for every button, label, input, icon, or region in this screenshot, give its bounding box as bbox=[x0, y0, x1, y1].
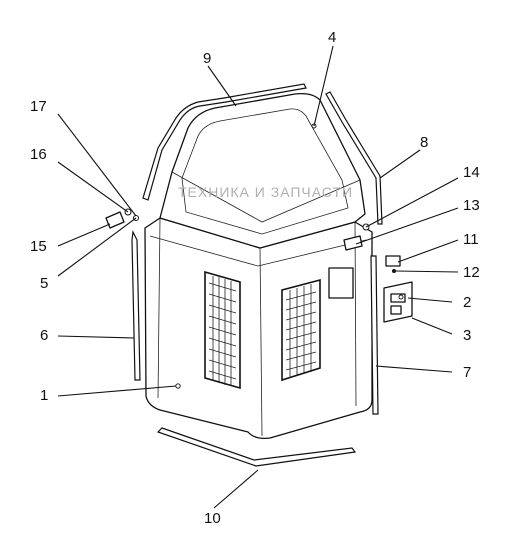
callout-labels: 1 2 3 4 5 6 7 8 9 10 11 12 13 14 15 16 1… bbox=[30, 29, 480, 527]
callout-2: 2 bbox=[463, 294, 471, 311]
callout-9: 9 bbox=[203, 50, 211, 67]
leader-12 bbox=[395, 270, 459, 273]
control-panel bbox=[383, 281, 413, 323]
seal-strips bbox=[131, 83, 383, 467]
leader-16 bbox=[57, 161, 129, 213]
callout-6: 6 bbox=[40, 327, 48, 344]
callout-11: 11 bbox=[463, 231, 479, 248]
leader-lines bbox=[57, 45, 459, 509]
leader-7 bbox=[375, 365, 453, 373]
front-window-grille bbox=[281, 267, 354, 382]
leader-15 bbox=[57, 223, 111, 247]
callout-5: 5 bbox=[40, 275, 48, 292]
small-parts bbox=[343, 223, 401, 273]
callout-4: 4 bbox=[328, 29, 336, 46]
callout-13: 13 bbox=[463, 197, 480, 214]
leader-17 bbox=[57, 113, 137, 217]
roof-windshield bbox=[159, 92, 366, 249]
callout-17: 17 bbox=[30, 98, 47, 115]
leader-4 bbox=[313, 45, 334, 127]
leader-5 bbox=[57, 217, 137, 277]
callout-16: 16 bbox=[30, 146, 47, 163]
leader-14 bbox=[365, 177, 459, 228]
leader-10 bbox=[213, 469, 259, 509]
leader-2 bbox=[407, 297, 453, 303]
callout-15: 15 bbox=[30, 238, 47, 255]
leader-3 bbox=[411, 317, 453, 335]
leader-8 bbox=[379, 149, 421, 179]
watermark-text: ТЕХНИКА И ЗАПЧАСТИ bbox=[178, 184, 353, 200]
callout-14: 14 bbox=[463, 164, 480, 181]
callout-3: 3 bbox=[463, 327, 471, 344]
callout-8: 8 bbox=[420, 134, 428, 151]
leader-6 bbox=[57, 335, 135, 339]
callout-10: 10 bbox=[204, 510, 221, 527]
leader-13 bbox=[355, 207, 459, 245]
callout-1: 1 bbox=[40, 387, 48, 404]
leader-9 bbox=[207, 65, 237, 107]
left-window-grille bbox=[204, 270, 241, 390]
leader-1 bbox=[57, 385, 177, 397]
callout-7: 7 bbox=[463, 364, 471, 381]
leader-11 bbox=[397, 239, 459, 263]
bracket-parts bbox=[105, 208, 139, 229]
cab-body bbox=[144, 217, 373, 440]
callout-12: 12 bbox=[463, 264, 480, 281]
